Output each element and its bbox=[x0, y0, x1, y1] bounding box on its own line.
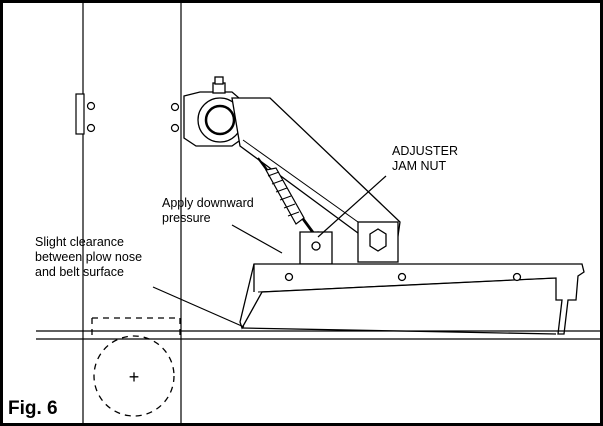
bolt-head bbox=[369, 228, 387, 252]
belt-surface bbox=[36, 330, 601, 340]
rod-clevis-bracket bbox=[299, 231, 333, 265]
pressure-label-line2: pressure bbox=[162, 211, 211, 225]
pressure-label-line1: Apply downward bbox=[162, 196, 254, 210]
clevis-hole bbox=[311, 241, 321, 251]
adjuster-label-line2: JAM NUT bbox=[392, 159, 447, 173]
adjuster-label-line1: ADJUSTER bbox=[392, 144, 458, 158]
left-bracket-hole-lower bbox=[86, 123, 96, 133]
pressure-leader-line bbox=[231, 224, 283, 254]
blade-bolt-3 bbox=[512, 272, 522, 282]
blade-body bbox=[239, 263, 585, 335]
callout-adjuster: ADJUSTER JAM NUT bbox=[392, 144, 458, 173]
roller-hidden bbox=[91, 317, 181, 417]
clearance-label-line3: and belt surface bbox=[35, 265, 124, 279]
blade-bolt-1 bbox=[284, 272, 294, 282]
left-bracket-hole-upper bbox=[86, 101, 96, 111]
arm-edge-line bbox=[242, 139, 373, 233]
plow-blade bbox=[239, 263, 585, 335]
spring-housing bbox=[265, 167, 305, 225]
collar-bore bbox=[204, 104, 236, 136]
roller-center-mark: + bbox=[129, 367, 140, 387]
roller-circle bbox=[93, 335, 175, 417]
support-arm bbox=[231, 97, 401, 237]
right-mount-holes bbox=[170, 102, 180, 133]
set-screw-head bbox=[214, 76, 224, 85]
clearance-label-line1: Slight clearance bbox=[35, 235, 124, 249]
blade-inner-line bbox=[257, 277, 557, 293]
blade-bolt-2 bbox=[397, 272, 407, 282]
right-mount-hole-lower bbox=[170, 123, 180, 133]
frame-posts bbox=[82, 3, 182, 424]
callout-clearance: Slight clearance between plow nose and b… bbox=[35, 235, 142, 279]
left-mount-bracket bbox=[75, 93, 96, 135]
figure-label: Fig. 6 bbox=[8, 398, 58, 419]
clearance-label-line2: between plow nose bbox=[35, 250, 142, 264]
arm-body bbox=[231, 97, 401, 237]
spring-coils bbox=[267, 171, 300, 217]
left-bracket-plate bbox=[75, 93, 85, 135]
callout-pressure: Apply downward pressure bbox=[162, 196, 254, 225]
arm-bolt-bracket bbox=[357, 221, 399, 263]
adjuster-leader-line bbox=[317, 175, 387, 238]
leader-lines bbox=[152, 175, 387, 328]
clearance-leader-line bbox=[152, 286, 245, 328]
pivot-collar bbox=[183, 76, 247, 147]
right-mount-hole-upper bbox=[170, 102, 180, 112]
